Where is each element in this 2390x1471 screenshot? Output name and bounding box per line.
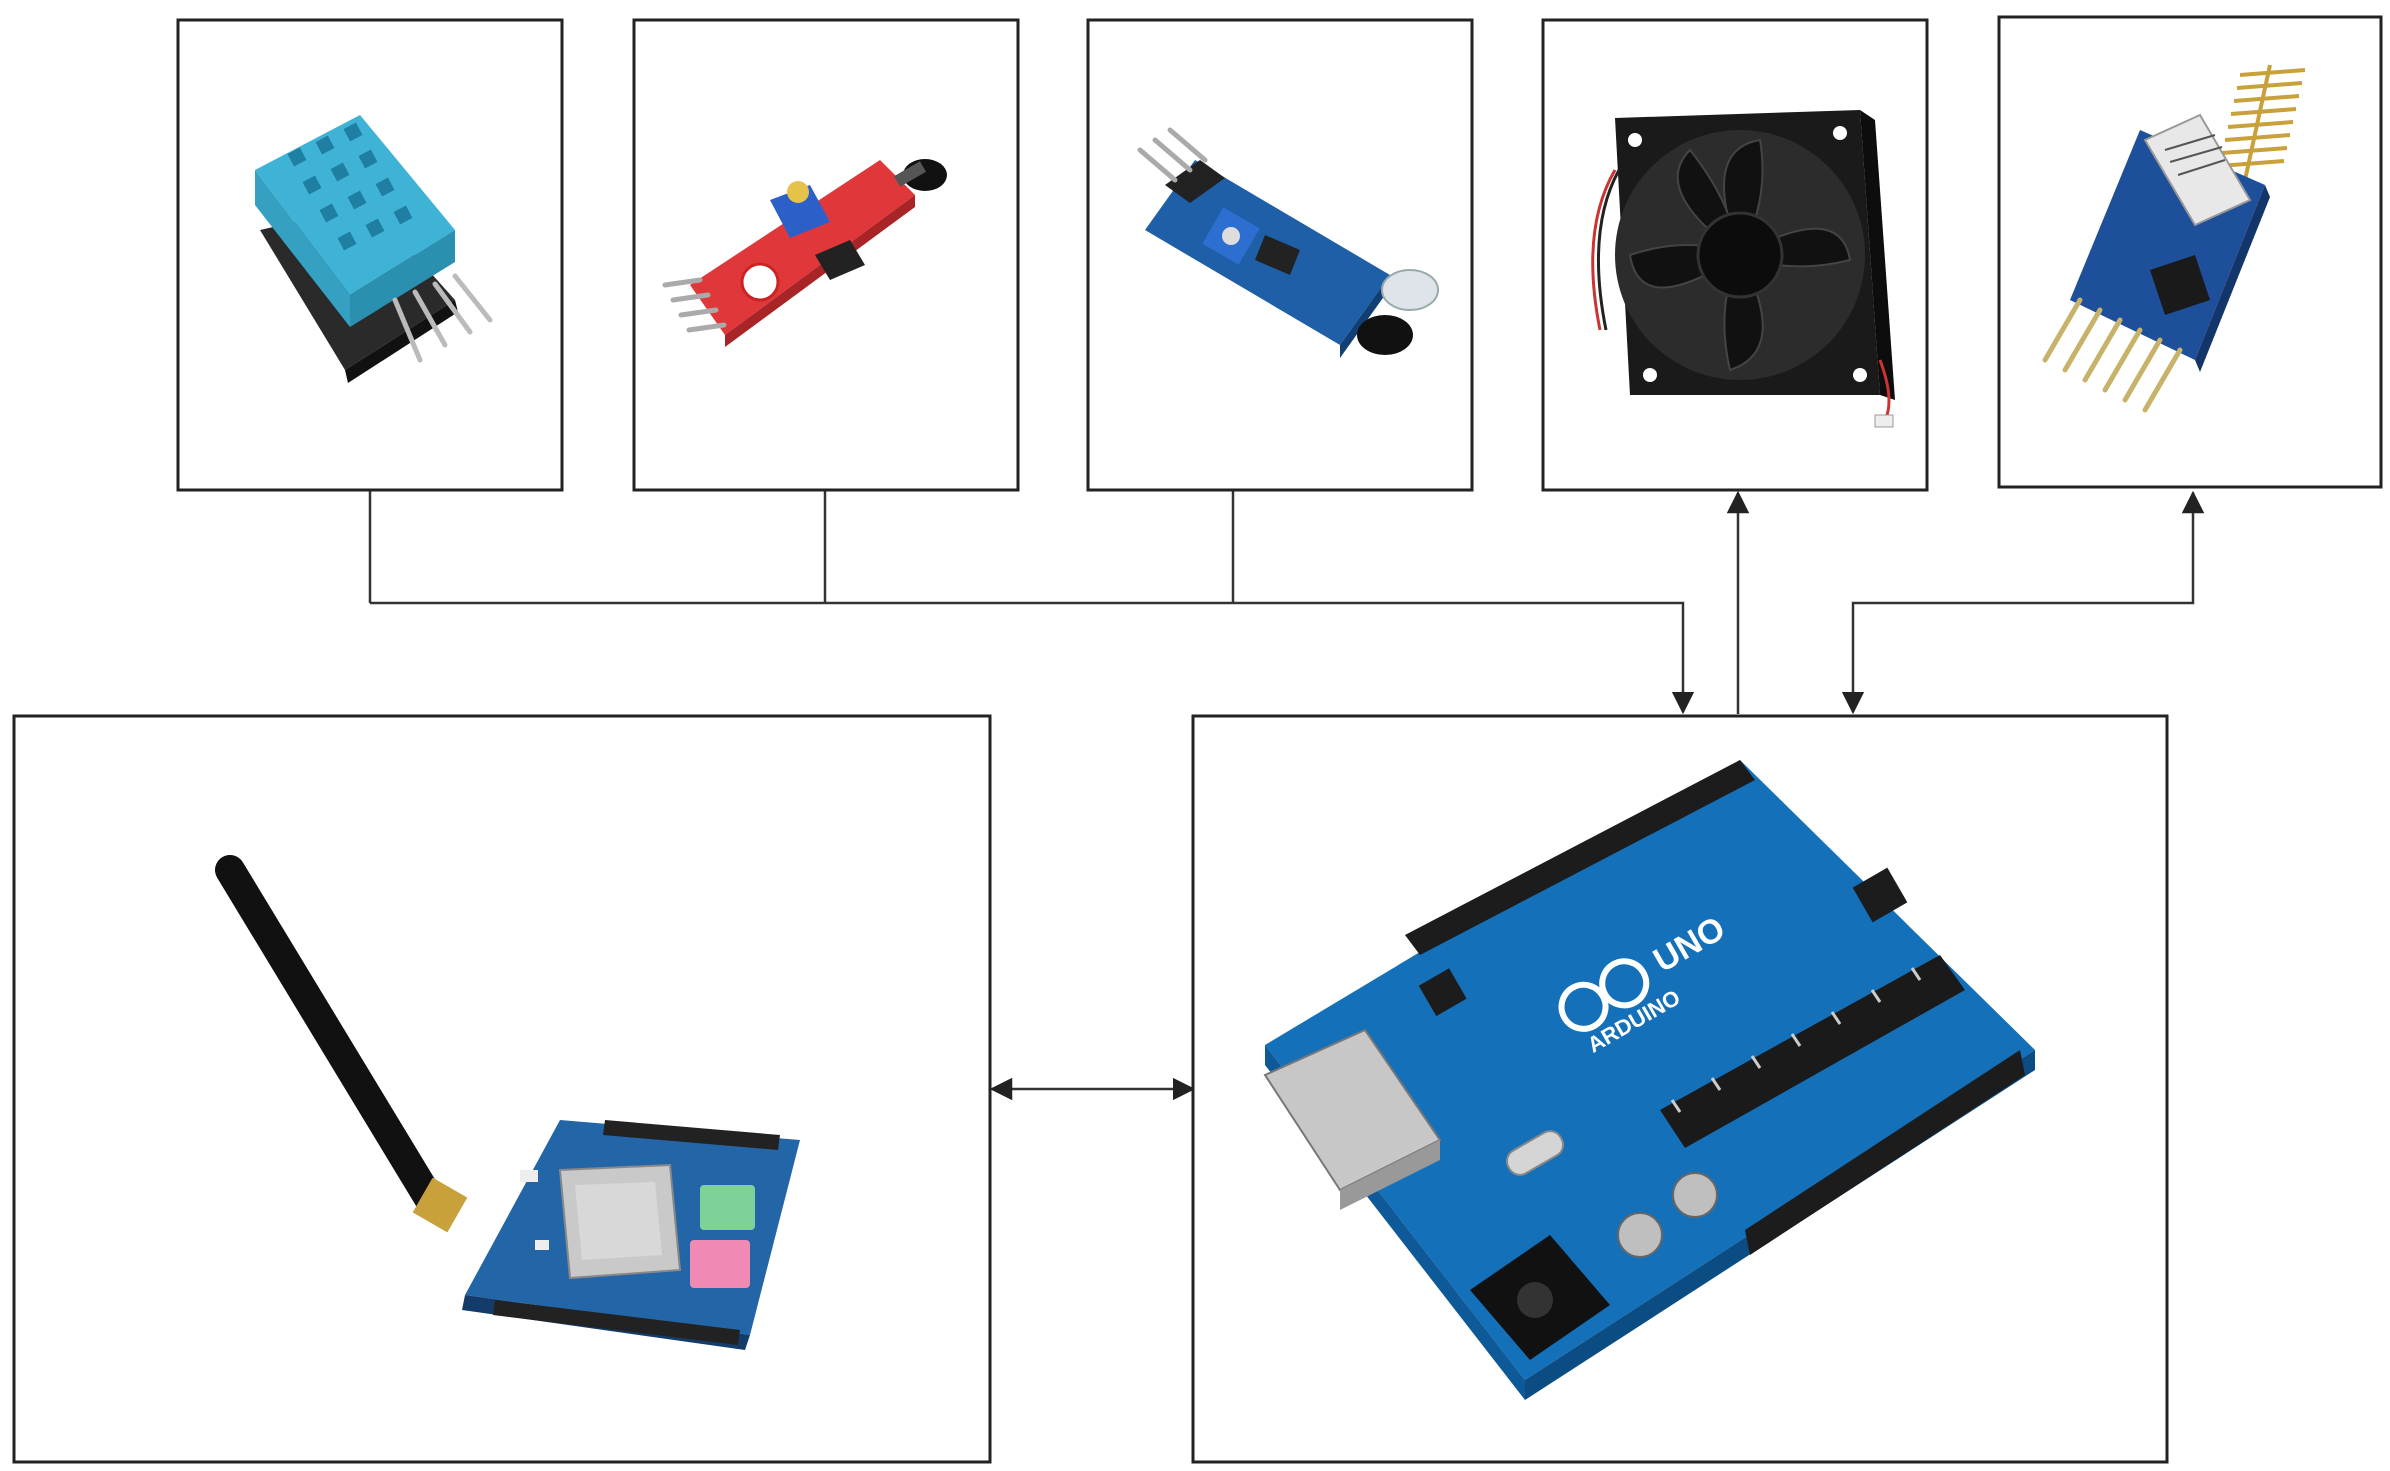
cooling-fan-icon <box>1591 110 1895 428</box>
block-fan <box>1541 18 1929 492</box>
connectors <box>368 490 2205 1101</box>
gsm-shield-with-antenna-icon <box>215 855 800 1350</box>
ir-obstacle-sensor-module-icon <box>1137 127 1439 358</box>
flame-sensor-module-icon <box>662 159 947 347</box>
connector-sensor-bus-to-arduino <box>370 601 1695 715</box>
block-dht-sensor <box>176 18 564 492</box>
block-ir-sensor <box>1086 18 1474 492</box>
rf-transceiver-module-icon <box>2042 64 2306 413</box>
block-arduino: ARDUINO UNO <box>1191 714 2169 1464</box>
dht-temperature-humidity-sensor-icon <box>255 115 493 383</box>
block-frame <box>12 714 992 1464</box>
block-flame-sensor <box>632 18 1020 492</box>
block-gsm-shield <box>12 714 992 1464</box>
block-rf-module <box>1997 15 2383 489</box>
connector-arduino-rf-module <box>1841 490 2205 715</box>
arduino-uno-board-icon: ARDUINO UNO <box>1263 760 2035 1400</box>
